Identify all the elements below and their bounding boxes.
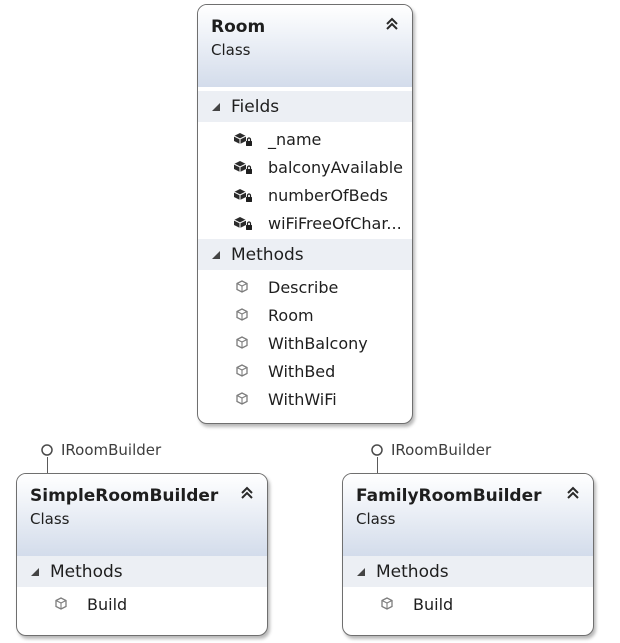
lollipop-stem [46, 457, 48, 474]
method-icon [377, 595, 399, 613]
chevron-up-icon[interactable] [238, 484, 256, 502]
lollipop-interface-icon [371, 444, 383, 456]
method-row[interactable]: Build [343, 590, 593, 618]
collapse-triangle-icon [31, 567, 39, 576]
class-shape-room[interactable]: Room Class Fields _name balconyAvailable n… [197, 4, 413, 424]
method-name: Build [413, 594, 454, 614]
method-icon [232, 306, 254, 324]
section-label-fields: Fields [231, 96, 280, 117]
field-row[interactable]: _name [198, 125, 412, 153]
class-kind-familyroombuilder: Class [356, 510, 396, 528]
class-name-simpleroombuilder: SimpleRoomBuilder [30, 486, 219, 506]
class-name-room: Room [211, 17, 266, 37]
section-label-methods: Methods [50, 561, 123, 582]
field-row[interactable]: numberOfBeds [198, 181, 412, 209]
chevron-up-icon[interactable] [383, 15, 401, 33]
collapse-triangle-icon [212, 102, 220, 111]
section-label-methods: Methods [231, 244, 304, 265]
field-icon [232, 214, 254, 232]
method-icon [232, 362, 254, 380]
field-icon [232, 158, 254, 176]
class-shape-simpleroombuilder[interactable]: SimpleRoomBuilder Class Methods Build [16, 473, 268, 636]
section-methods-familyroombuilder[interactable]: Methods [343, 556, 593, 587]
class-kind-room: Class [211, 41, 251, 59]
interface-lollipop-simple[interactable]: IRoomBuilder [41, 441, 161, 459]
method-name: WithBalcony [268, 333, 368, 353]
field-icon [232, 130, 254, 148]
method-icon [232, 278, 254, 296]
class-name-familyroombuilder: FamilyRoomBuilder [356, 486, 542, 506]
lollipop-interface-icon [41, 444, 53, 456]
section-fields-room[interactable]: Fields [198, 91, 412, 122]
method-row[interactable]: WithBalcony [198, 329, 412, 357]
interface-label-family: IRoomBuilder [391, 441, 492, 459]
class-shape-familyroombuilder[interactable]: FamilyRoomBuilder Class Methods Build [342, 473, 594, 636]
section-methods-simpleroombuilder[interactable]: Methods [17, 556, 267, 587]
field-name: wiFiFreeOfChar... [268, 213, 402, 233]
interface-lollipop-family[interactable]: IRoomBuilder [371, 441, 491, 459]
lollipop-stem [376, 457, 378, 474]
field-row[interactable]: balconyAvailable [198, 153, 412, 181]
collapse-triangle-icon [357, 567, 365, 576]
method-icon [51, 595, 73, 613]
class-header-simpleroombuilder: SimpleRoomBuilder Class [17, 474, 267, 556]
method-row[interactable]: Describe [198, 273, 412, 301]
method-name: Room [268, 305, 314, 325]
method-row[interactable]: WithWiFi [198, 385, 412, 413]
method-row[interactable]: Room [198, 301, 412, 329]
field-name: balconyAvailable [268, 157, 404, 177]
section-methods-room[interactable]: Methods [198, 239, 412, 270]
method-icon [232, 390, 254, 408]
collapse-triangle-icon [212, 250, 220, 259]
interface-label-simple: IRoomBuilder [61, 441, 162, 459]
field-row[interactable]: wiFiFreeOfChar... [198, 209, 412, 237]
section-label-methods: Methods [376, 561, 449, 582]
field-name: numberOfBeds [268, 185, 388, 205]
method-name: Build [87, 594, 128, 614]
class-header-familyroombuilder: FamilyRoomBuilder Class [343, 474, 593, 556]
method-icon [232, 334, 254, 352]
method-name: WithWiFi [268, 389, 337, 409]
method-row[interactable]: WithBed [198, 357, 412, 385]
field-name: _name [268, 129, 322, 149]
class-header-room: Room Class [198, 5, 412, 87]
method-name: Describe [268, 277, 339, 297]
field-icon [232, 186, 254, 204]
method-name: WithBed [268, 361, 336, 381]
chevron-up-icon[interactable] [564, 484, 582, 502]
class-kind-simpleroombuilder: Class [30, 510, 70, 528]
method-row[interactable]: Build [17, 590, 267, 618]
